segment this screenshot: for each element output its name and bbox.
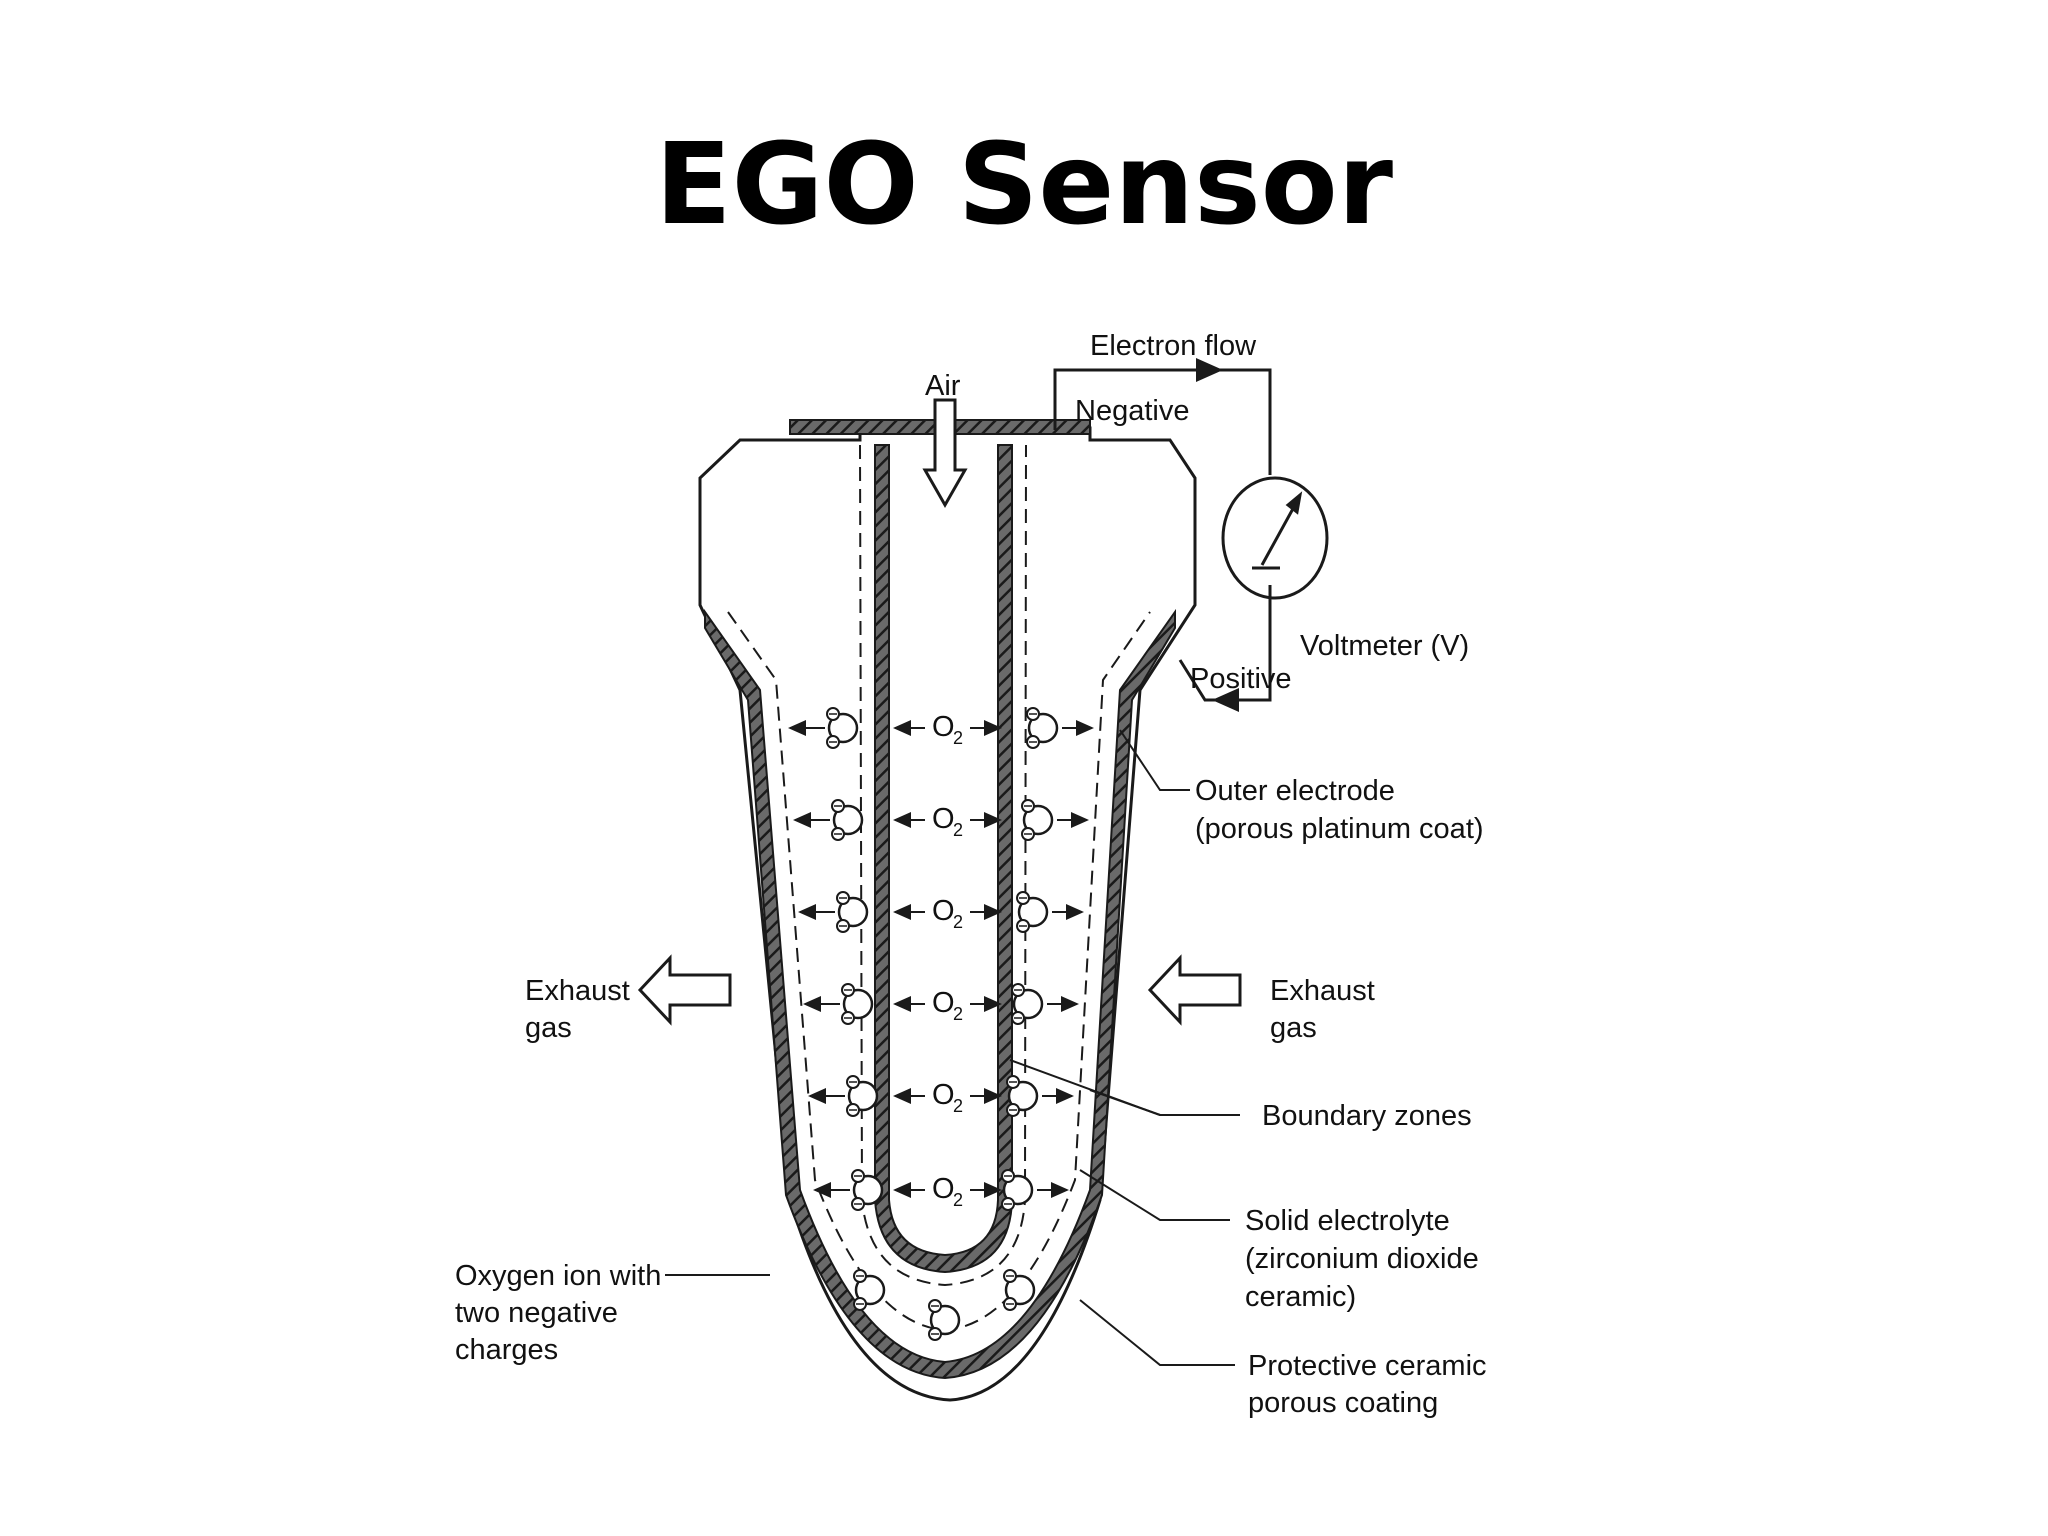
o2-subscript: 2	[953, 912, 963, 932]
label-protective-2: porous coating	[1248, 1387, 1438, 1419]
oxygen-ion-left	[827, 712, 859, 744]
oxygen-ion-left	[847, 1080, 879, 1112]
label-oxygen-ion-3: charges	[455, 1334, 558, 1366]
leader-lines	[665, 729, 1240, 1366]
voltmeter-icon	[1221, 476, 1329, 600]
label-protective-1: Protective ceramic	[1248, 1350, 1487, 1382]
label-solid-electrolyte-3: ceramic)	[1245, 1281, 1356, 1313]
o2-subscript: 2	[953, 728, 963, 748]
circuit	[1053, 358, 1272, 712]
oxygen-ion-left	[832, 804, 864, 836]
oxygen-ion-left	[852, 1174, 884, 1206]
label-exhaust-left-2: gas	[525, 1012, 572, 1044]
o2-subscript: 2	[953, 1004, 963, 1024]
label-solid-electrolyte-2: (zirconium dioxide	[1245, 1243, 1479, 1275]
exhaust-arrow-right	[1147, 954, 1242, 1026]
oxygen-ion-right	[1027, 712, 1059, 744]
oxygen-ion-right	[1007, 1080, 1039, 1112]
o2-label: O	[932, 803, 955, 835]
label-air: Air	[925, 370, 961, 402]
label-negative: Negative	[1075, 395, 1189, 427]
exhaust-arrow-left	[637, 954, 732, 1026]
o2-subscript: 2	[953, 1190, 963, 1210]
oxygen-ion-left	[837, 896, 869, 928]
oxygen-ion-right	[1012, 988, 1044, 1020]
oxygen-ion-right	[1002, 1174, 1034, 1206]
label-outer-electrode-1: Outer electrode	[1195, 775, 1395, 807]
label-exhaust-left-1: Exhaust	[525, 975, 630, 1007]
label-outer-electrode-2: (porous platinum coat)	[1195, 813, 1484, 845]
oxygen-ion-right	[1022, 804, 1054, 836]
o2-label: O	[932, 987, 955, 1019]
page-title: EGO Sensor	[655, 120, 1393, 250]
o2-subscript: 2	[953, 820, 963, 840]
label-solid-electrolyte-1: Solid electrolyte	[1245, 1205, 1450, 1237]
label-electron-flow: Electron flow	[1090, 330, 1257, 362]
oxygen-ion-left	[842, 988, 874, 1020]
o2-label: O	[932, 1173, 955, 1205]
label-oxygen-ion-2: two negative	[455, 1297, 618, 1329]
label-exhaust-right-1: Exhaust	[1270, 975, 1375, 1007]
label-positive: Positive	[1190, 663, 1292, 695]
label-boundary-zones: Boundary zones	[1262, 1100, 1472, 1132]
label-exhaust-right-2: gas	[1270, 1012, 1317, 1044]
o2-subscript: 2	[953, 1096, 963, 1116]
label-voltmeter: Voltmeter (V)	[1300, 630, 1469, 662]
o2-label: O	[932, 895, 955, 927]
o2-label: O	[932, 1079, 955, 1111]
air-arrow	[922, 398, 968, 509]
oxygen-ion-bottom	[929, 1304, 961, 1336]
label-oxygen-ion-1: Oxygen ion with	[455, 1260, 661, 1292]
oxygen-ion-bottom	[1004, 1274, 1036, 1306]
oxygen-ion-bottom	[854, 1274, 886, 1306]
oxygen-ion-right	[1017, 896, 1049, 928]
o2-label: O	[932, 711, 955, 743]
